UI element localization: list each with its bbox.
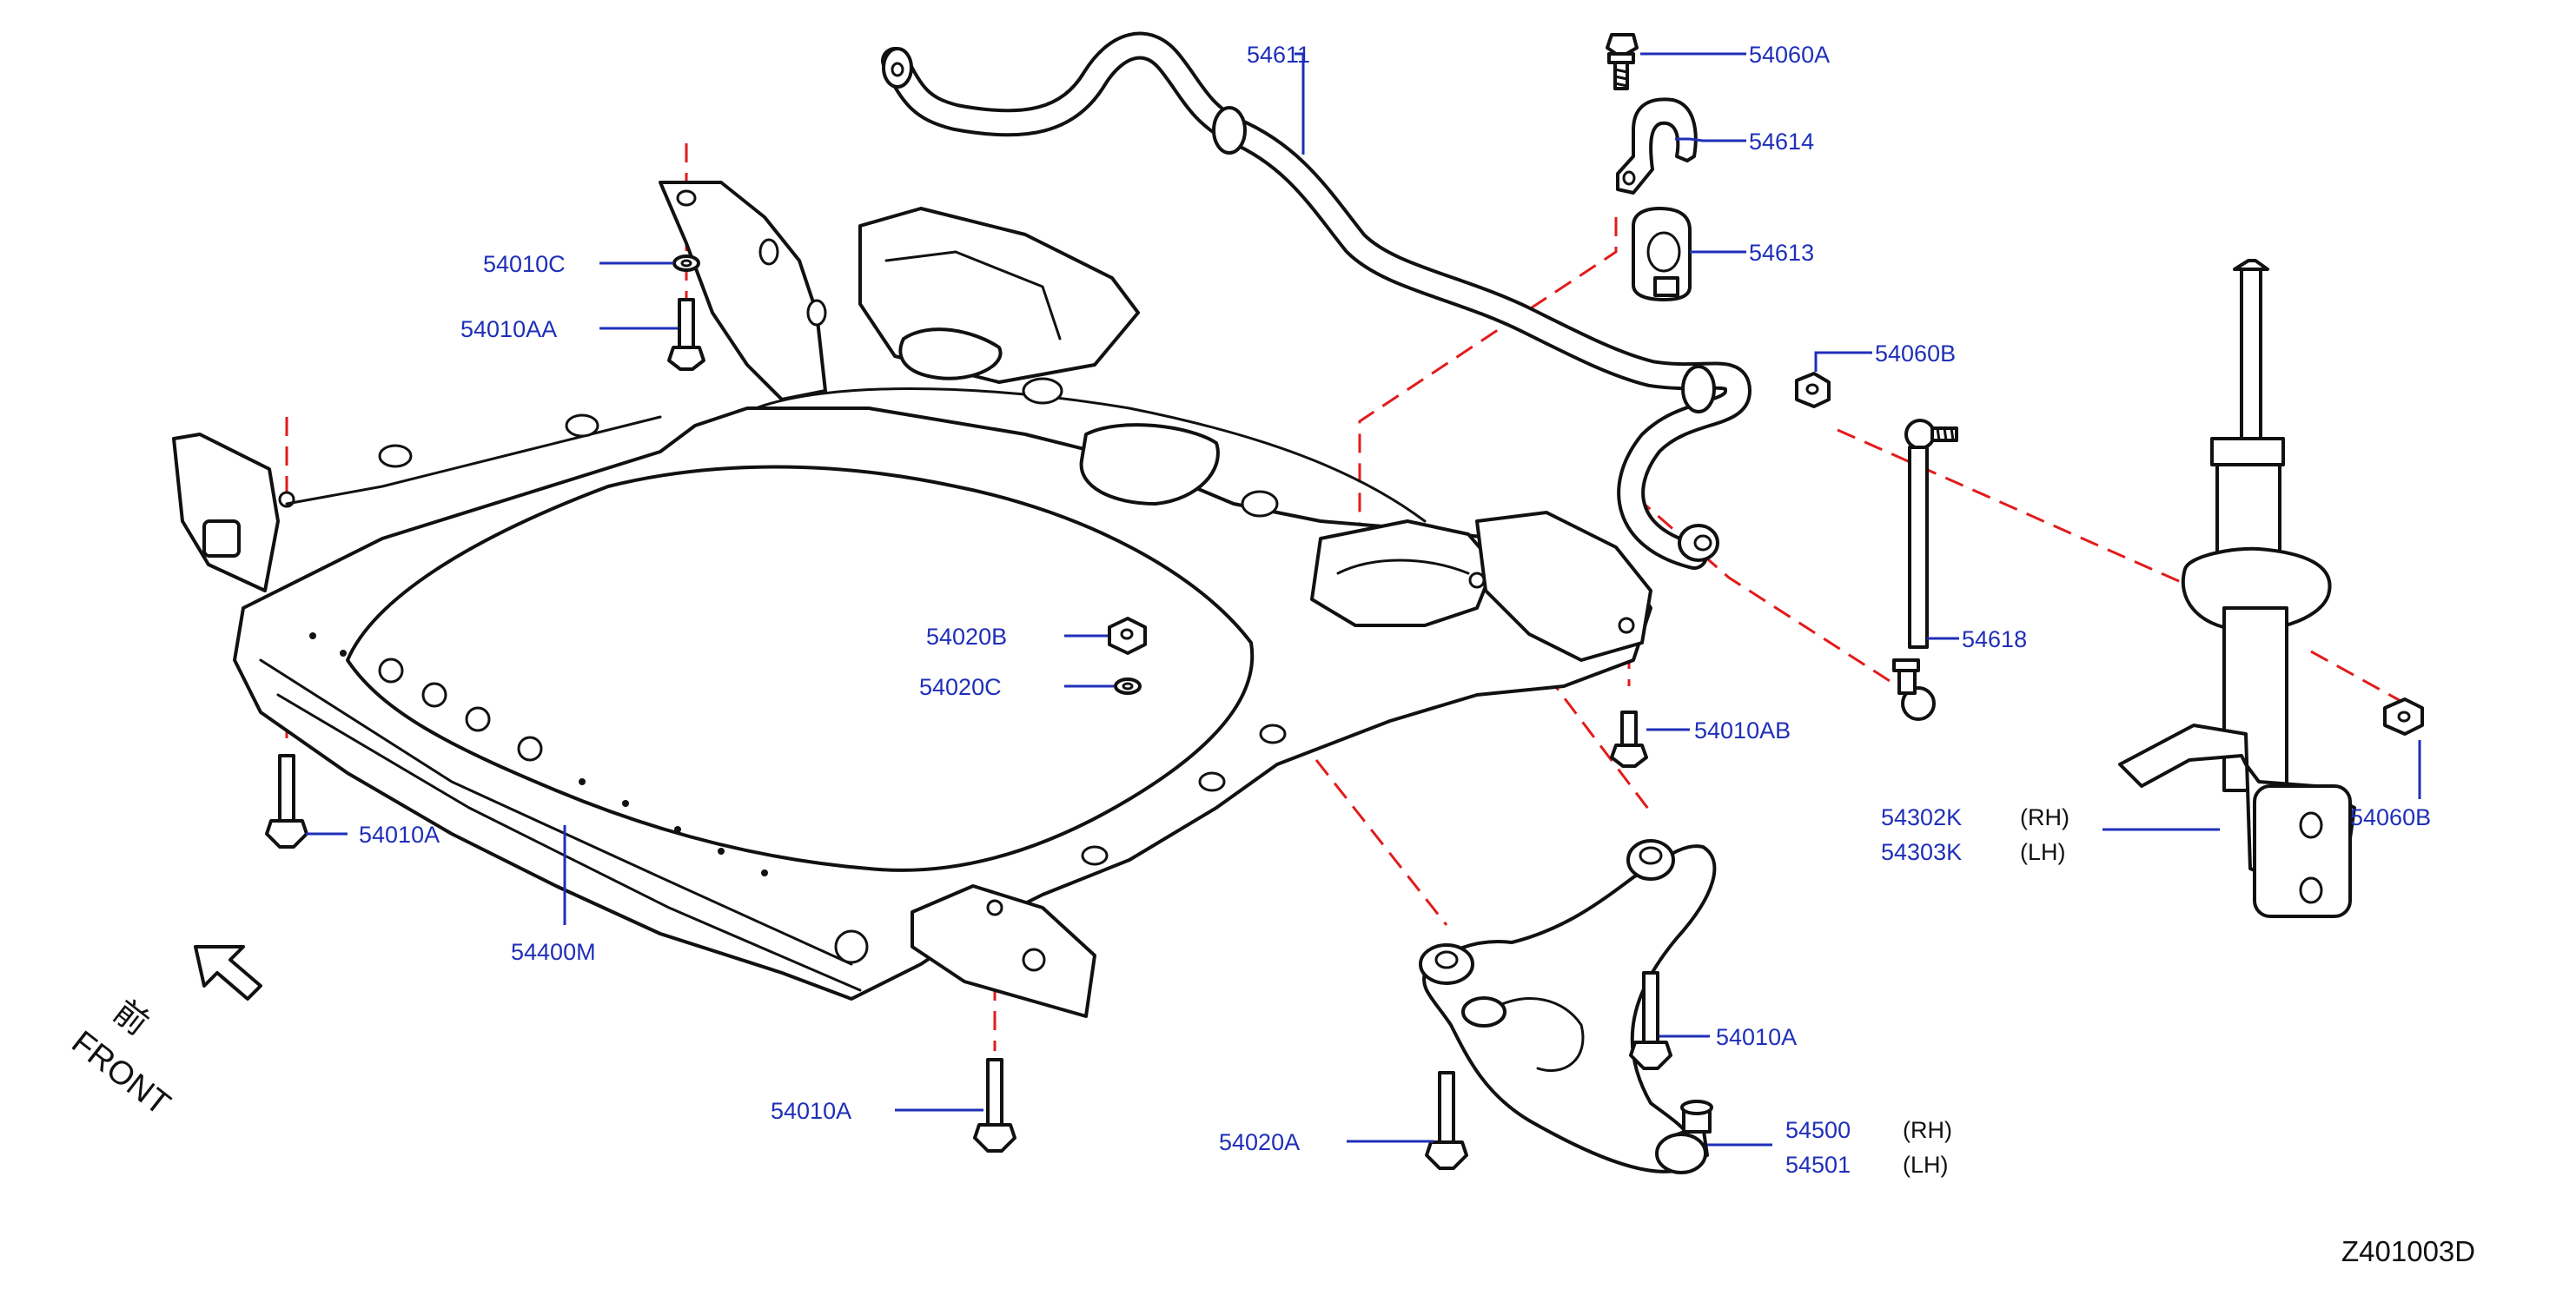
strut-assembly [2118, 259, 2424, 918]
stabilizer-bushing-assembly [1606, 33, 1698, 301]
front-kanji: 前 [106, 994, 155, 1043]
callout-bolt-ab: 54010AB [1694, 717, 1791, 744]
callout-bolt-arm-right: 54010A [1716, 1024, 1797, 1050]
diagram-reference-number: Z401003D [2341, 1235, 2475, 1267]
side-arm-rh: (RH) [1903, 1117, 1952, 1143]
callout-arm-rh: 54500 [1785, 1117, 1851, 1143]
callout-nut-strut: 54060B [2350, 804, 2431, 830]
callout-nut-arm-b: 54020B [926, 624, 1007, 650]
stabilizer-bar [881, 31, 1752, 570]
callout-strut-rh: 54302K [1881, 804, 1962, 830]
front-direction-indicator: 前 FRONT [64, 945, 262, 1123]
transverse-link [1419, 839, 1717, 1174]
callout-bolt-rear: 54010AA [460, 316, 557, 342]
callout-washer-rear: 54010C [483, 251, 566, 277]
member-holes [309, 632, 869, 964]
front-arrow-icon [194, 945, 262, 1001]
side-strut-rh: (RH) [2020, 804, 2069, 830]
side-strut-lh: (LH) [2020, 839, 2066, 865]
fasteners [265, 254, 1672, 1170]
callout-bracket: 54614 [1749, 129, 1814, 155]
callout-bolt-front-bottom: 54010A [771, 1098, 851, 1124]
callout-link: 54618 [1962, 626, 2027, 652]
callout-bolt-front-left: 54010A [359, 822, 440, 848]
callout-bushing: 54613 [1749, 240, 1814, 266]
callout-washer-arm-c: 54020C [919, 674, 1002, 700]
callout-labels: 54611 54060A 54614 54613 54060B 54618 54… [359, 42, 2431, 1178]
callout-strut-lh: 54303K [1881, 839, 1962, 865]
callout-bolt-top: 54060A [1749, 42, 1830, 68]
leader-lines [306, 52, 2421, 1147]
callout-member: 54400M [511, 939, 596, 965]
side-arm-lh: (LH) [1903, 1152, 1949, 1178]
stabilizer-link [1795, 372, 1958, 721]
callout-arm-lh: 54501 [1785, 1152, 1851, 1178]
callout-bolt-arm-a: 54020A [1219, 1129, 1300, 1155]
front-suspension-member [172, 181, 1652, 1018]
front-label: FRONT [64, 1024, 176, 1123]
callout-nut-link: 54060B [1875, 340, 1956, 367]
callout-stabilizer: 54611 [1247, 42, 1310, 68]
